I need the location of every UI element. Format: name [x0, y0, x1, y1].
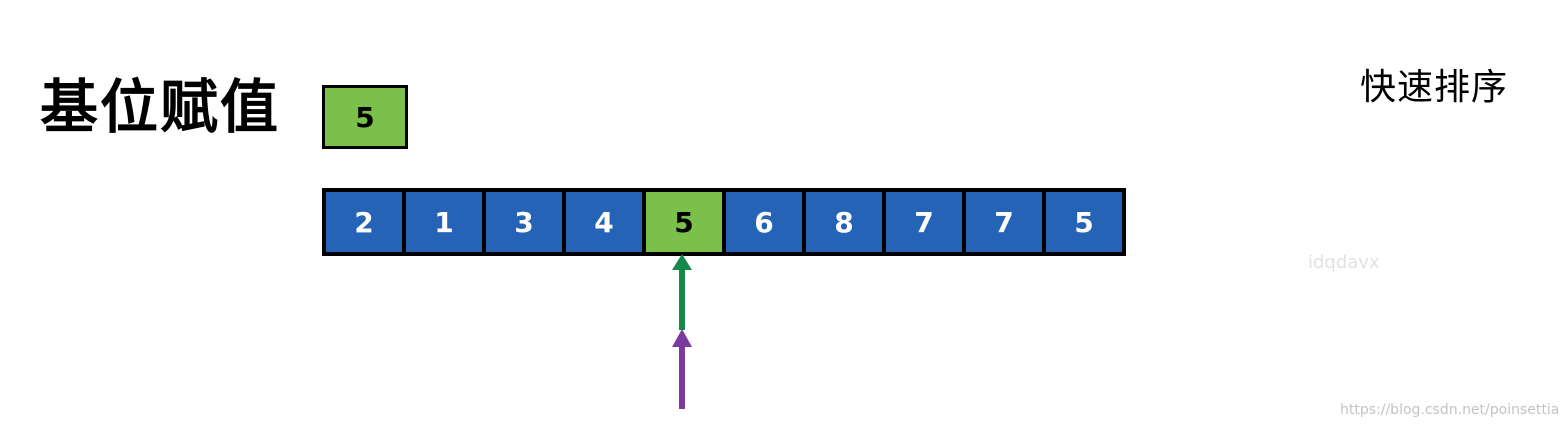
array-cell: 3 [486, 192, 562, 252]
array-cell: 5 [1046, 192, 1122, 252]
green-arrowhead [672, 254, 692, 270]
purple-arrow-shaft [679, 345, 685, 409]
green-arrow-shaft [679, 268, 685, 330]
purple-arrowhead [672, 329, 692, 347]
array-cell: 2 [326, 192, 402, 252]
pivot-value-box: 5 [322, 85, 408, 149]
step-title: 基位赋值 [40, 73, 281, 141]
watermark-center: idqdavx [1308, 252, 1380, 273]
array-cell: 7 [966, 192, 1042, 252]
green-pointer-arrow [672, 254, 692, 330]
array-cell: 7 [886, 192, 962, 252]
watermark-url: https://blog.csdn.net/poinsettia [1340, 402, 1560, 418]
purple-pointer-arrow [672, 329, 692, 409]
algorithm-title: 快速排序 [1360, 67, 1509, 108]
array-cell: 4 [566, 192, 642, 252]
array-cell: 6 [726, 192, 802, 252]
array-cell-pivot: 5 [646, 192, 722, 252]
array-cell: 1 [406, 192, 482, 252]
array-cell: 8 [806, 192, 882, 252]
